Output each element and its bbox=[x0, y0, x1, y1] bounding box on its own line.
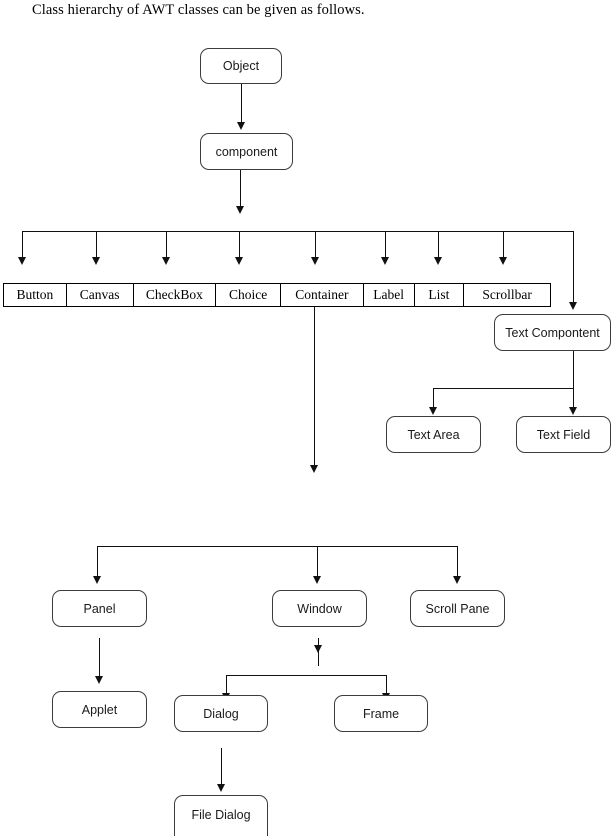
connector-bus-to-label bbox=[385, 231, 386, 259]
arrowhead-bus-to-text-area bbox=[428, 407, 437, 415]
arrowhead-bus-to-text-compontent bbox=[568, 302, 577, 310]
connector-bus-to-dialog bbox=[226, 675, 227, 695]
cell-choice: Choice bbox=[216, 284, 281, 306]
node-text-compontent-label: Text Compontent bbox=[505, 325, 600, 340]
arrowhead-bus-to-scroll-pane bbox=[452, 576, 461, 584]
connector-bus-to-container bbox=[315, 231, 316, 259]
node-text-area: Text Area bbox=[386, 416, 481, 453]
node-text-field-label: Text Field bbox=[536, 427, 591, 442]
connector-bus-to-button bbox=[22, 231, 23, 259]
connector-bus-to-panel bbox=[97, 546, 98, 578]
connector-bus-to-text-compontent bbox=[573, 231, 574, 304]
node-frame: Frame bbox=[334, 695, 428, 732]
connector-panel-to-applet bbox=[99, 638, 100, 678]
arrowhead-container-long-drop bbox=[309, 465, 318, 473]
cell-checkbox-label: CheckBox bbox=[145, 287, 203, 302]
connector-bus-to-scrollbar bbox=[503, 231, 504, 259]
connector-object-to-component bbox=[241, 84, 242, 124]
connector-bus-to-scroll-pane bbox=[457, 546, 458, 578]
node-frame-label: Frame bbox=[362, 706, 400, 721]
node-component-label: component bbox=[215, 144, 278, 159]
arrowhead-component-to-bus bbox=[235, 206, 244, 214]
node-scroll-pane-label: Scroll Pane bbox=[425, 601, 490, 616]
arrowhead-bus-to-window bbox=[312, 576, 321, 584]
node-scroll-pane: Scroll Pane bbox=[410, 590, 505, 627]
connector-dialog-to-file-dialog bbox=[221, 748, 222, 786]
cell-choice-label: Choice bbox=[228, 287, 268, 302]
node-text-field: Text Field bbox=[516, 416, 611, 453]
node-text-compontent: Text Compontent bbox=[494, 314, 611, 351]
cell-label: Label bbox=[364, 284, 415, 306]
arrowhead-bus-to-checkbox bbox=[161, 257, 170, 265]
connector-bus-to-checkbox bbox=[166, 231, 167, 259]
cell-list: List bbox=[415, 284, 465, 306]
arrowhead-bus-to-scrollbar bbox=[498, 257, 507, 265]
arrowhead-bus-to-text-field bbox=[568, 407, 577, 415]
node-panel-label: Panel bbox=[83, 601, 116, 616]
node-file-dialog-label: File Dialog bbox=[191, 808, 251, 822]
arrowhead-window-down bbox=[313, 645, 322, 653]
cell-canvas-label: Canvas bbox=[79, 287, 120, 302]
node-file-dialog: File Dialog bbox=[174, 795, 268, 836]
node-component: component bbox=[200, 133, 293, 170]
connector-text-compontent-down bbox=[573, 351, 574, 388]
node-object: Object bbox=[200, 48, 282, 84]
arrowhead-dialog-to-file-dialog bbox=[216, 784, 225, 792]
component-subclasses-row: Button Canvas CheckBox Choice Container … bbox=[3, 283, 551, 307]
node-window-label: Window bbox=[297, 601, 342, 616]
cell-list-label: List bbox=[428, 287, 450, 302]
cell-scrollbar-label: Scrollbar bbox=[482, 287, 532, 302]
arrowhead-bus-to-label bbox=[380, 257, 389, 265]
connector-component-to-bus bbox=[240, 170, 241, 208]
cell-button: Button bbox=[4, 284, 67, 306]
node-applet: Applet bbox=[52, 691, 147, 728]
arrowhead-bus-to-panel bbox=[92, 576, 101, 584]
node-dialog-label: Dialog bbox=[203, 706, 239, 721]
arrowhead-panel-to-applet bbox=[94, 676, 103, 684]
bus-window-children bbox=[226, 675, 386, 676]
node-text-area-label: Text Area bbox=[407, 427, 460, 442]
arrowhead-bus-to-button bbox=[17, 257, 26, 265]
cell-canvas: Canvas bbox=[67, 284, 134, 306]
arrowhead-bus-to-container bbox=[310, 257, 319, 265]
connector-bus-to-canvas bbox=[96, 231, 97, 259]
node-applet-label: Applet bbox=[81, 702, 118, 717]
cell-scrollbar: Scrollbar bbox=[464, 284, 550, 306]
connector-bus-to-window bbox=[317, 546, 318, 578]
diagram-caption: Class hierarchy of AWT classes can be gi… bbox=[32, 2, 365, 18]
node-window: Window bbox=[272, 590, 367, 627]
cell-container: Container bbox=[281, 284, 364, 306]
arrowhead-object-to-component bbox=[236, 122, 245, 130]
bus-text-compontent-children bbox=[433, 388, 574, 389]
connector-bus-to-text-area bbox=[433, 388, 434, 409]
connector-bus-to-choice bbox=[239, 231, 240, 259]
arrowhead-bus-to-choice bbox=[234, 257, 243, 265]
bus-container-children bbox=[97, 546, 458, 547]
arrowhead-bus-to-canvas bbox=[91, 257, 100, 265]
cell-button-label: Button bbox=[16, 287, 54, 302]
arrowhead-bus-to-list bbox=[433, 257, 442, 265]
cell-checkbox: CheckBox bbox=[134, 284, 217, 306]
cell-label-label: Label bbox=[373, 287, 404, 302]
cell-container-label: Container bbox=[295, 287, 349, 302]
connector-container-long-drop bbox=[314, 307, 315, 467]
node-object-label: Object bbox=[222, 59, 260, 73]
node-panel: Panel bbox=[52, 590, 147, 627]
connector-bus-to-frame bbox=[386, 675, 387, 695]
bus-component-children bbox=[22, 231, 574, 232]
connector-bus-to-text-field bbox=[573, 388, 574, 409]
connector-bus-to-list bbox=[438, 231, 439, 259]
node-dialog: Dialog bbox=[174, 695, 268, 732]
